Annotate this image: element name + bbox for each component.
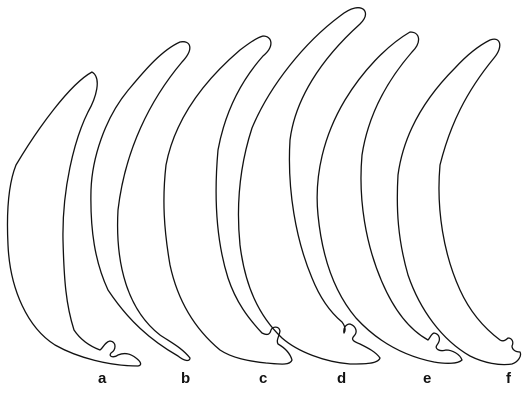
outline-c xyxy=(163,35,293,365)
outline-e xyxy=(316,31,463,364)
label-c: c xyxy=(259,370,268,387)
outline-a xyxy=(6,71,142,367)
label-e: e xyxy=(423,370,432,387)
outline-d xyxy=(237,7,381,365)
label-b: b xyxy=(181,370,191,387)
label-f: f xyxy=(506,370,511,387)
outline-b xyxy=(90,41,191,362)
label-a: a xyxy=(98,370,107,387)
outline-f xyxy=(396,38,522,366)
label-d: d xyxy=(337,370,347,387)
